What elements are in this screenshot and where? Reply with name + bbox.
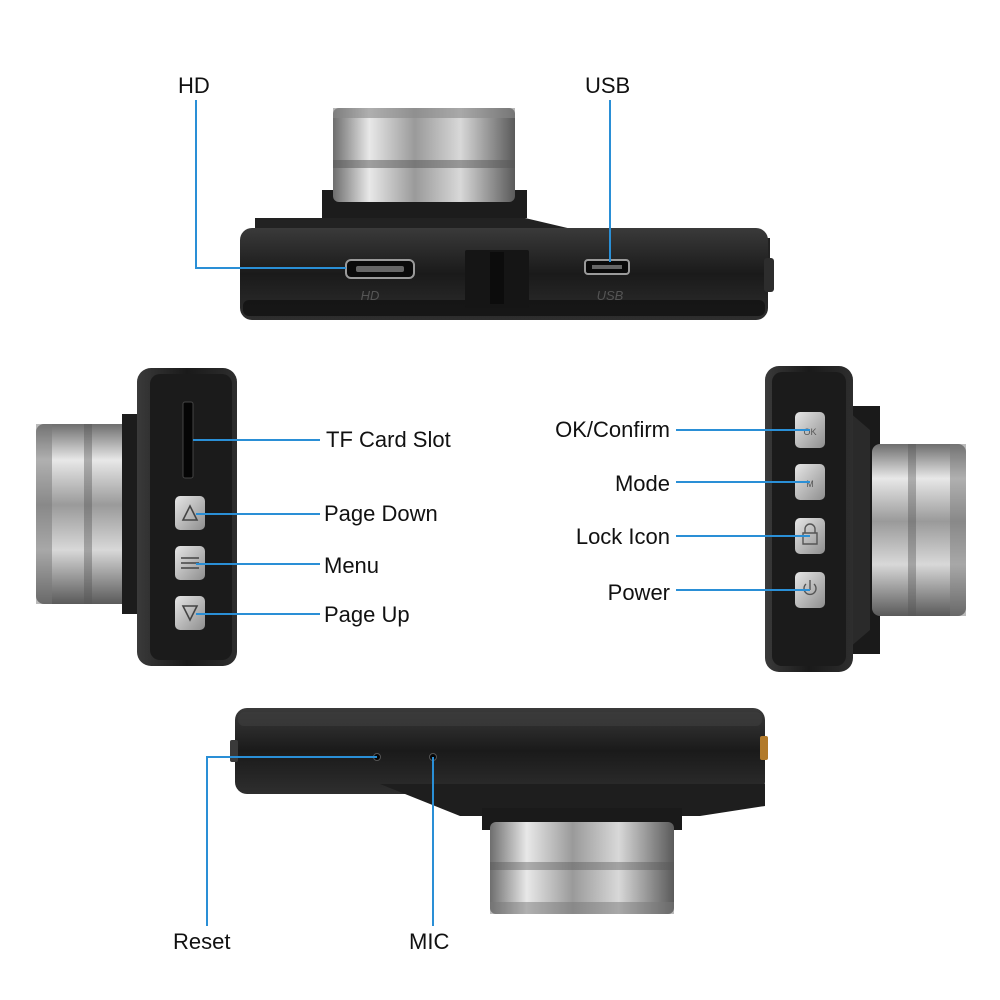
right-view: OK M <box>765 366 966 672</box>
top-view: HD USB <box>240 108 774 320</box>
label-mic: MIC <box>409 929 450 954</box>
power-icon <box>803 580 817 596</box>
up-arrow-icon <box>181 504 199 521</box>
menu-button[interactable] <box>175 546 205 580</box>
left-view <box>36 368 237 666</box>
label-usb: USB <box>585 73 631 98</box>
bottom-lens <box>490 822 674 914</box>
bottom-view <box>230 708 768 914</box>
label-mode: Mode <box>614 471 670 496</box>
label-menu: Menu <box>324 553 380 578</box>
left-lens <box>36 424 132 604</box>
sd-slot-icon <box>182 401 194 479</box>
right-lens <box>872 444 966 616</box>
label-page-down: Page Down <box>324 501 438 526</box>
top-usb-mark: USB <box>597 288 624 303</box>
top-hd-mark: HD <box>361 288 380 303</box>
page-up-button[interactable] <box>175 596 205 630</box>
bottom-body <box>235 708 765 794</box>
label-power: Power <box>607 580 670 605</box>
leader-reset <box>206 756 377 926</box>
ok-icon: OK <box>803 427 816 437</box>
down-arrow-icon <box>181 605 199 622</box>
label-page-up: Page Up <box>324 602 410 627</box>
label-reset: Reset <box>173 929 231 954</box>
top-lens <box>333 108 515 202</box>
page-down-button[interactable] <box>175 496 205 530</box>
label-tf-card-slot: TF Card Slot <box>326 427 451 452</box>
lock-icon <box>802 523 818 545</box>
label-lock-icon: Lock Icon <box>575 524 670 549</box>
leader-hd <box>195 100 346 269</box>
mode-icon: M <box>806 479 814 489</box>
label-hd: HD <box>178 73 210 98</box>
label-ok-confirm: OK/Confirm <box>555 417 670 442</box>
leader-lines <box>193 100 810 926</box>
